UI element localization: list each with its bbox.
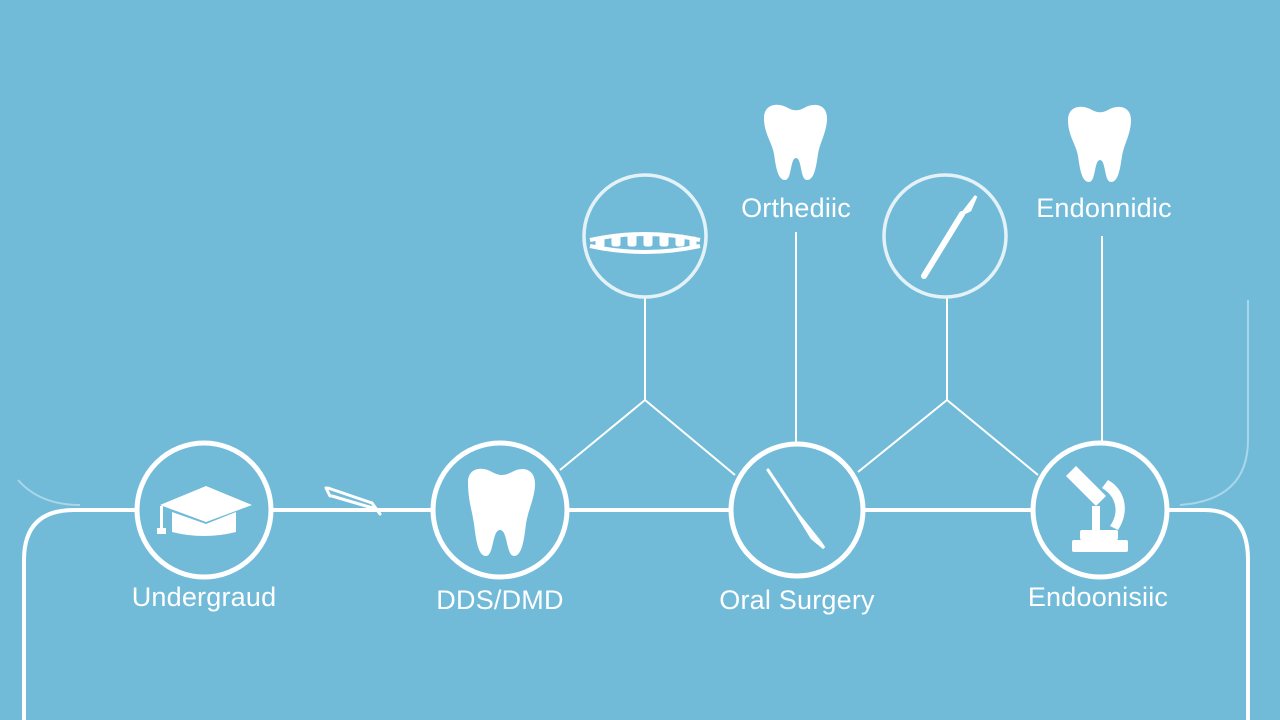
frame-lines [22, 508, 1250, 720]
specialty-label-orthodontic: Orthediic [741, 193, 851, 223]
scalpel-icon [921, 195, 978, 279]
braces-icon [589, 232, 701, 254]
scalpel-icon [766, 468, 826, 550]
node-label-undergrad: Undergraud [131, 582, 277, 612]
node-label-dds: DDS/DMD [436, 585, 564, 615]
tooth-icon [764, 104, 828, 180]
microscope-icon [1066, 466, 1128, 552]
node-circles [134, 440, 1170, 580]
tooth-icon [1068, 106, 1132, 182]
graduation-cap-icon [157, 486, 252, 536]
tooth-icon [468, 468, 536, 556]
node-label-endodontic: Endoonisiic [1027, 582, 1169, 612]
upper-node-circles [582, 173, 1008, 299]
branch-connectors [559, 232, 1103, 476]
dental-instrument-icon [324, 486, 382, 516]
specialty-label-endodontic: Endonnidic [1036, 193, 1172, 223]
faint-frame-lines [17, 300, 1249, 506]
node-label-oral-surgery: Oral Surgery [719, 585, 875, 615]
